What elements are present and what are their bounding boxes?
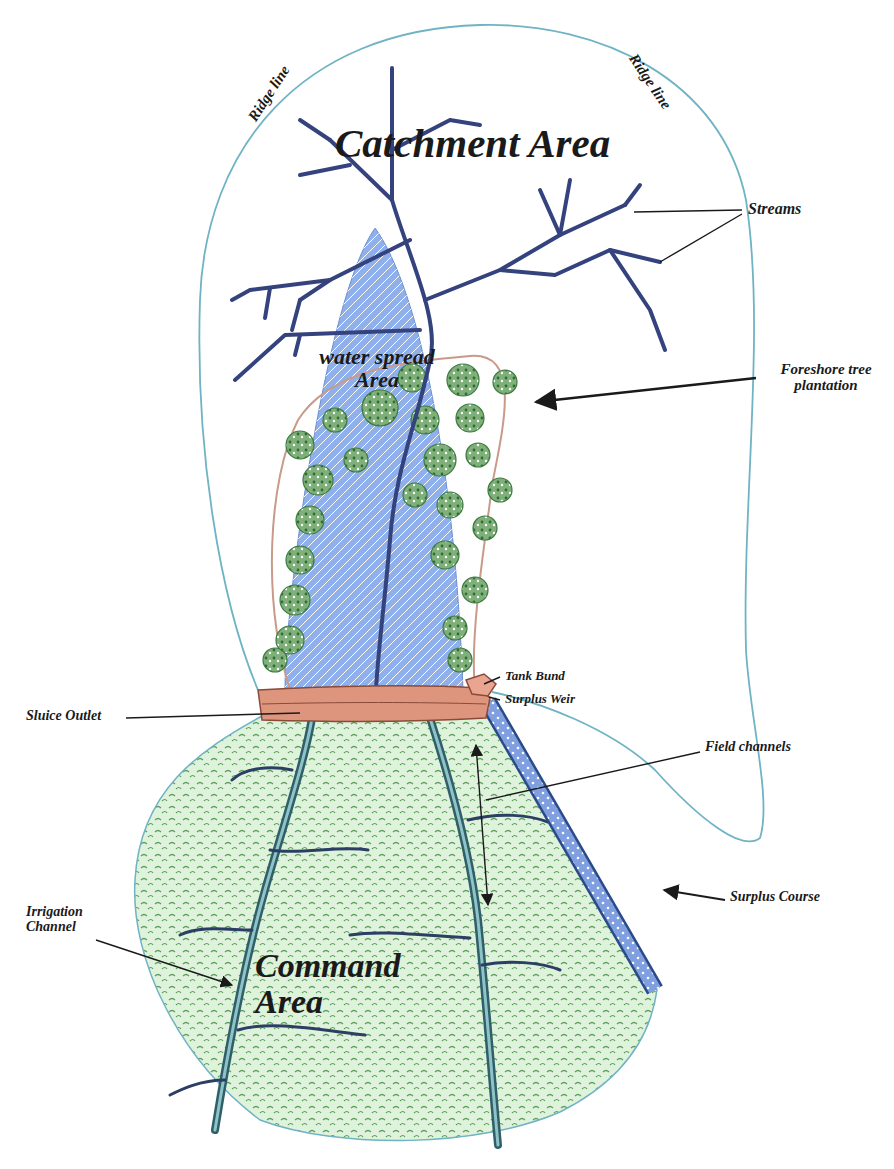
tree (431, 541, 459, 569)
command-area-outline (128, 700, 663, 1152)
tree (443, 616, 467, 640)
tree (286, 546, 314, 574)
tree (303, 465, 333, 495)
tank-bund (258, 686, 490, 721)
region-label: water spread Area (302, 345, 452, 391)
tree (424, 444, 456, 476)
region-label: Command Area (255, 948, 440, 1019)
ridge-label: Ridge line (246, 63, 293, 124)
part-label: Surplus Weir (505, 692, 575, 706)
tree (403, 483, 427, 507)
tree (488, 478, 512, 502)
water-texture (285, 228, 463, 690)
surplus-weir (466, 674, 496, 696)
tree (286, 431, 314, 459)
tree (362, 390, 398, 426)
tree (456, 404, 484, 432)
command-area: Command Area (128, 700, 663, 1152)
tree (447, 364, 479, 396)
part-label: Surplus Course (730, 890, 820, 905)
tree (466, 443, 490, 467)
tree (323, 408, 347, 432)
region-label: Catchment Area (335, 122, 635, 165)
part-label: Irrigation Channel (26, 905, 108, 934)
part-label: Field channels (705, 740, 791, 755)
tree (473, 516, 497, 540)
streams (232, 68, 665, 690)
part-label: Tank Bund (505, 669, 565, 683)
tree (448, 648, 472, 672)
part-label: Streams (748, 201, 801, 218)
catchment-area-shape (199, 25, 763, 841)
part-label: Sluice Outlet (26, 709, 101, 724)
water-spread-area-shape (285, 228, 463, 690)
tree (280, 585, 310, 615)
tree (462, 577, 488, 603)
tree (263, 648, 287, 672)
tree (493, 370, 517, 394)
ridge-label: Ridge line (625, 51, 673, 112)
bund-crest (262, 703, 486, 705)
tree (296, 506, 324, 534)
command-area-shape (135, 712, 657, 1141)
part-label: Foreshore tree plantation (764, 362, 888, 394)
tree (437, 492, 463, 518)
tree (344, 448, 368, 472)
